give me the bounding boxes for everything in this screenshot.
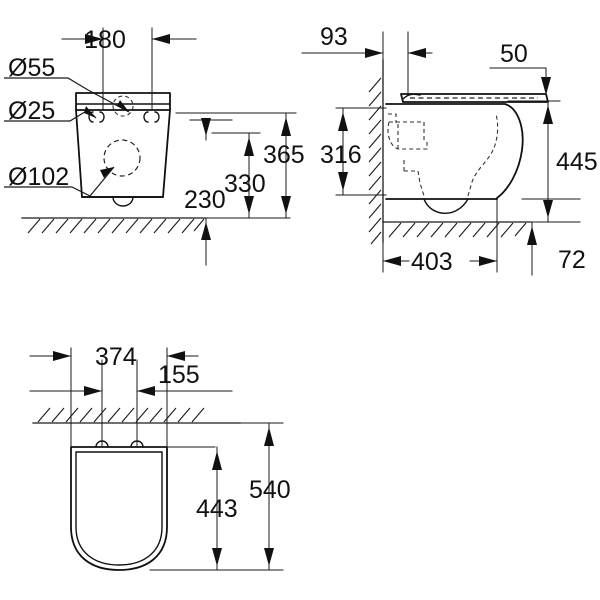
plan-dim-374-text: 374 xyxy=(95,343,137,371)
side-view-group: 93 50 316 445 xyxy=(301,23,598,276)
front-callout-dia25: Ø25 xyxy=(8,97,55,125)
side-dim-93: 93 xyxy=(301,23,433,96)
side-dim-50-text: 50 xyxy=(500,40,528,68)
front-dim-330: 330 xyxy=(211,132,291,219)
side-dim-50: 50 xyxy=(489,40,551,96)
front-dim-180-text: 180 xyxy=(84,26,126,54)
front-callout-dia55: Ø55 xyxy=(8,54,55,82)
front-dim-230: 230 xyxy=(184,118,233,266)
front-dim-230-text: 230 xyxy=(184,186,226,214)
side-dim-72-text: 72 xyxy=(558,246,586,274)
plan-hinges xyxy=(95,422,144,448)
plan-dim-443-text: 443 xyxy=(196,495,238,523)
front-leaders xyxy=(4,77,130,197)
front-waste-bore xyxy=(103,139,141,177)
side-dim-403-text: 403 xyxy=(411,248,453,276)
front-view-group: Ø55 Ø25 Ø102 180 230 xyxy=(4,26,305,266)
front-flush-bore xyxy=(112,95,134,117)
plan-dim-155: 155 xyxy=(29,359,233,424)
plan-view-group: 374 155 443 540 xyxy=(29,343,291,571)
front-bolt-holes xyxy=(88,111,160,123)
plan-dim-540: 540 xyxy=(195,422,291,571)
plan-dim-540-text: 540 xyxy=(249,476,291,504)
front-toilet-body xyxy=(75,92,171,207)
plan-dim-443: 443 xyxy=(149,446,238,571)
side-dim-316: 316 xyxy=(320,107,387,196)
side-floor-hatch xyxy=(382,221,531,238)
side-dim-93-text: 93 xyxy=(320,23,348,51)
plan-dim-155-text: 155 xyxy=(158,361,200,389)
side-dim-316-text: 316 xyxy=(320,141,362,169)
side-bowl-outline xyxy=(385,103,524,214)
front-floor-hatch xyxy=(21,217,207,234)
front-dim-365: 365 xyxy=(175,112,305,219)
side-dim-403: 403 xyxy=(382,198,498,276)
side-dim-445: 445 xyxy=(507,100,598,223)
side-wall-hatch xyxy=(368,59,384,245)
side-dim-72: 72 xyxy=(521,198,586,276)
front-dim-365-text: 365 xyxy=(263,141,305,169)
front-dim-330-text: 330 xyxy=(224,170,266,198)
plan-dim-374: 374 xyxy=(29,343,199,424)
side-dim-445-text: 445 xyxy=(556,148,598,176)
plan-seat-shape xyxy=(70,446,168,571)
front-callout-dia102: Ø102 xyxy=(8,163,69,191)
front-dim-180: 180 xyxy=(61,26,197,111)
side-hidden-details xyxy=(387,113,499,197)
